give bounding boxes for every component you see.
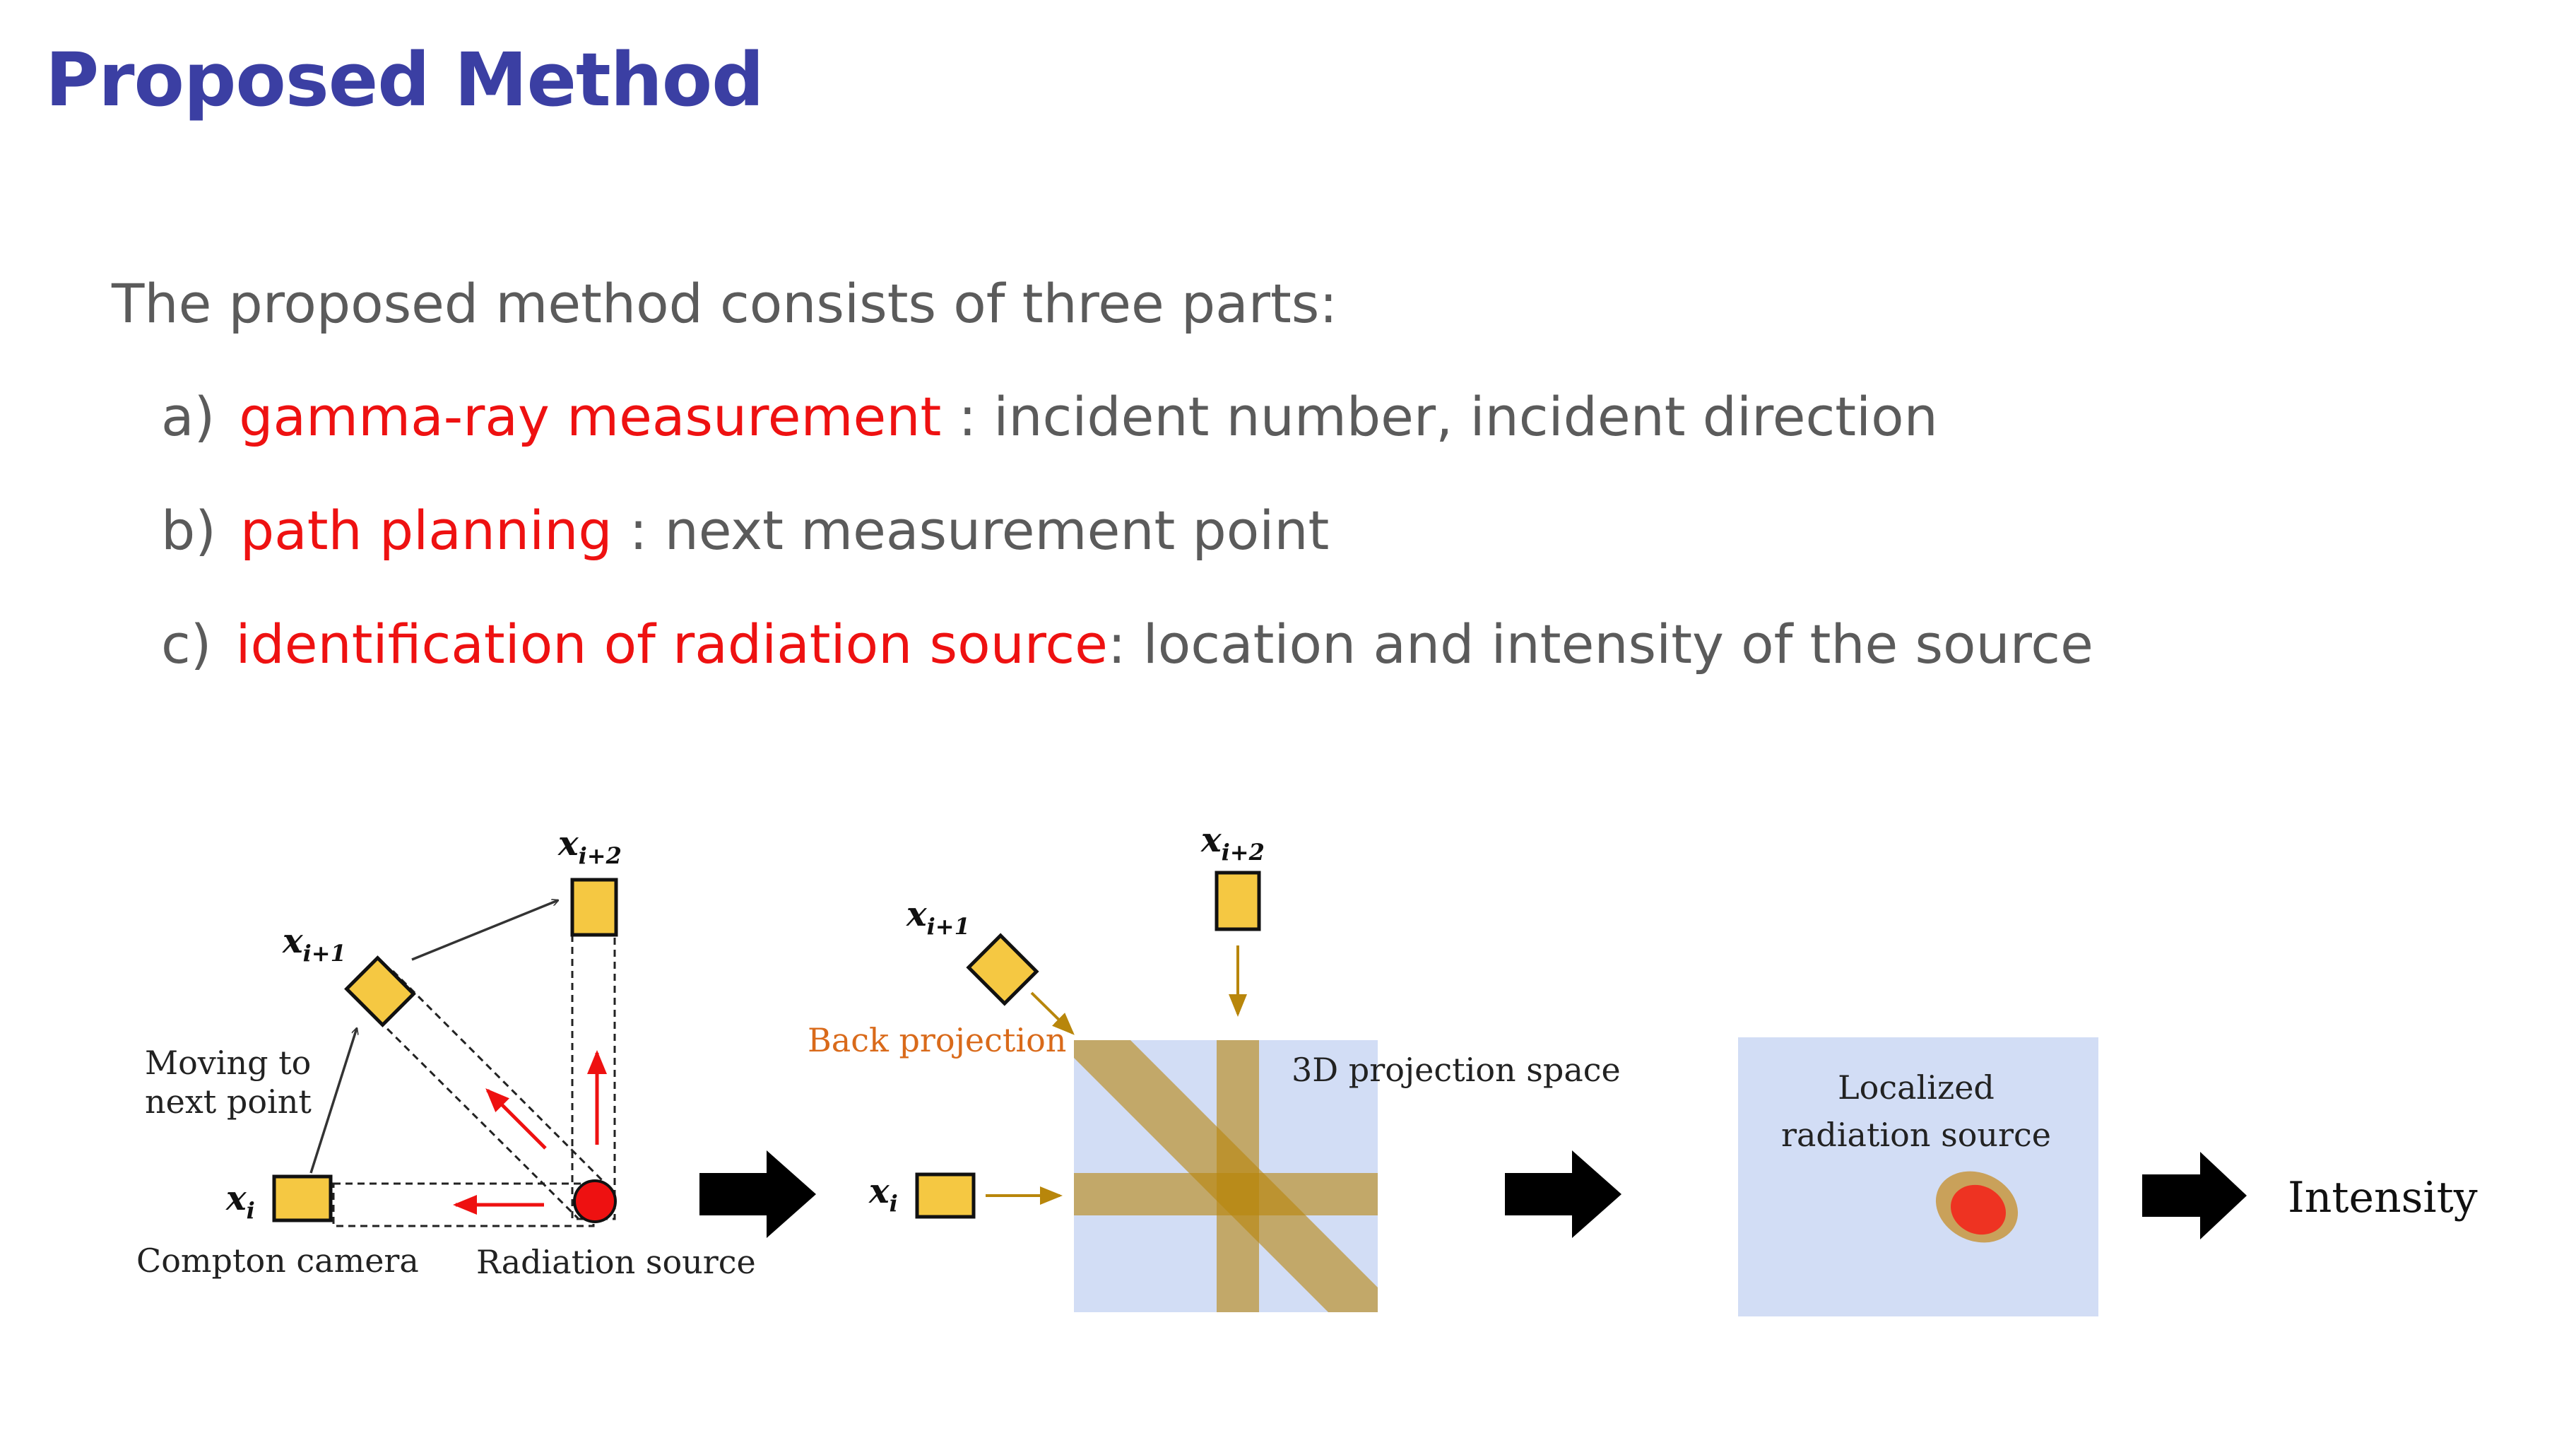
label-xi: xi (225, 1179, 255, 1224)
intensity-label: Intensity (2288, 1173, 2478, 1222)
radiation-source-dot (573, 1179, 617, 1223)
flow-arrow-1 (699, 1150, 816, 1238)
flow-arrow-3 (2142, 1152, 2247, 1239)
description-text: incident number, incident direction (993, 385, 1938, 448)
label-xi2: xi+2 (557, 824, 622, 869)
gamma-arrow-to-xi1 (485, 1088, 547, 1150)
description-text: location and intensity of the source (1142, 613, 2093, 676)
camera-xi (272, 1174, 333, 1222)
projection-arrow-xi1 (1030, 991, 1075, 1035)
localized-source-dot (1951, 1184, 2006, 1235)
label-xi1: xi+1 (906, 895, 970, 940)
radiation-source-label: Radiation source (476, 1243, 756, 1281)
label-xi: xi (868, 1172, 898, 1217)
back-projection-label: Back projection (808, 1021, 1066, 1059)
moving-label-line1: Moving to (145, 1044, 311, 1082)
list-item-c: c) identification of radiation source: lo… (161, 613, 2093, 676)
list-marker: a) (161, 385, 215, 448)
move-arrow-xi1-to-xi2 (411, 900, 558, 961)
compton-camera-label: Compton camera (136, 1242, 419, 1280)
panel-localized-source: Localized radiation source (1738, 1037, 2098, 1316)
panel-back-projection: xi xi+1 xi+2 Back projection 3D projecti… (808, 820, 1621, 1312)
dashed-corridor-xi1-a (360, 1002, 579, 1220)
list-marker: c) (161, 613, 212, 676)
localized-label-line1: Localized (1838, 1068, 1995, 1107)
moving-label-line2: next point (145, 1083, 312, 1121)
camera-xi2 (1215, 871, 1261, 931)
beam-diagonal (1074, 1040, 1378, 1312)
projection-space-label: 3D projection space (1292, 1051, 1621, 1089)
highlight-text: path planning (240, 499, 613, 562)
localized-label-line2: radiation source (1781, 1116, 2051, 1154)
highlight-text: identification of radiation source (235, 613, 1108, 676)
description-text: next measurement point (664, 499, 1330, 562)
move-arrow-xi-to-xi1 (309, 1028, 357, 1174)
localization-space (1738, 1037, 2098, 1316)
flow-arrow-2 (1505, 1150, 1621, 1238)
dashed-corridor-xi1-b (391, 969, 610, 1189)
highlight-text: gamma-ray measurement (239, 385, 942, 448)
page-title: Proposed Method (45, 37, 764, 123)
separator: : (941, 385, 994, 448)
dashed-corridor-xi2 (571, 907, 616, 1220)
camera-xi1 (966, 933, 1039, 1006)
label-xi2: xi+2 (1200, 820, 1265, 866)
intro-text: The proposed method consists of three pa… (112, 272, 1337, 335)
separator: : (1107, 613, 1143, 676)
camera-xi2 (570, 878, 618, 937)
list-item-b: b) path planning : next measurement point (161, 499, 1329, 562)
panel-path-planning: xi xi+1 xi+2 Moving to next point Compto… (136, 824, 756, 1281)
separator: : (612, 499, 665, 562)
list-marker: b) (161, 499, 216, 562)
list-item-a: a) gamma-ray measurement : incident numbe… (161, 385, 1938, 448)
label-xi1: xi+1 (282, 921, 346, 967)
camera-xi (915, 1172, 976, 1219)
camera-xi1 (344, 955, 416, 1027)
